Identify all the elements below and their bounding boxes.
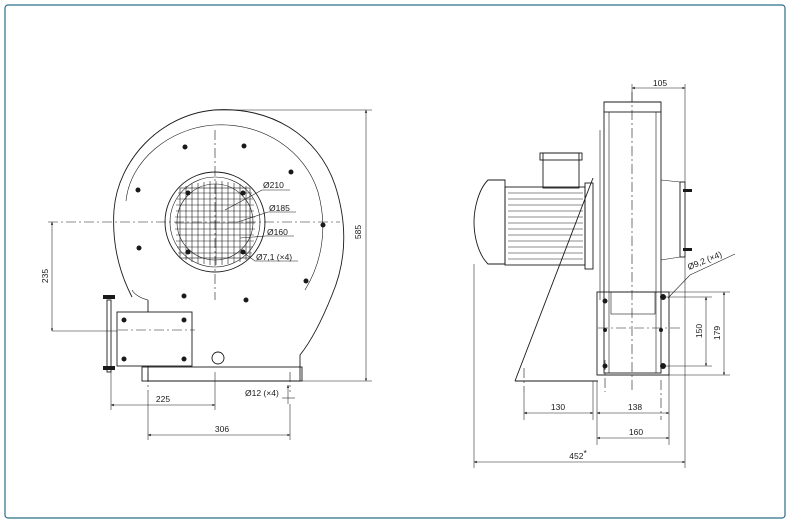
- front-view: 585 235 Ø210 Ø185 Ø160 Ø7,1 (×4) Ø12 (×4…: [40, 109, 372, 440]
- motor-end-cap: [473, 179, 506, 265]
- front-mount-plate: [116, 311, 193, 367]
- dim-flange-height-2: 179: [712, 326, 722, 340]
- side-housing: [603, 111, 662, 374]
- dim-height-label: 585: [353, 225, 363, 239]
- dim-flange-height-1: 150: [694, 324, 704, 338]
- front-volute-housing: [113, 109, 345, 381]
- side-view: 105 Ø9,2 (×4) 150 179 130 138 160 452*: [473, 78, 736, 468]
- side-base-frame: [596, 291, 670, 376]
- dim-inlet-diameter-2: Ø185: [269, 203, 290, 213]
- dim-total-length-mark: *: [583, 448, 587, 458]
- dim-base-depth-label: 160: [629, 427, 643, 437]
- dim-foot-span-label: 138: [628, 402, 642, 412]
- dim-foot-offset-label: 130: [551, 402, 565, 412]
- dim-axis-height-label: 235: [40, 269, 50, 283]
- dim-inlet-holes: Ø7,1 (×4): [256, 252, 292, 262]
- dim-inlet-diameter-1: Ø210: [263, 180, 284, 190]
- dim-foot-width-label: 225: [156, 394, 170, 404]
- dim-outlet-width-label: 105: [653, 78, 667, 88]
- dim-base-width-label: 306: [215, 424, 229, 434]
- dim-foot-holes: Ø12 (×4): [245, 388, 279, 398]
- dim-total-length-label: 452*: [569, 448, 587, 461]
- dim-inlet-diameter-3: Ø160: [267, 227, 288, 237]
- terminal-box: [542, 152, 580, 189]
- drawing-frame: [4, 4, 786, 519]
